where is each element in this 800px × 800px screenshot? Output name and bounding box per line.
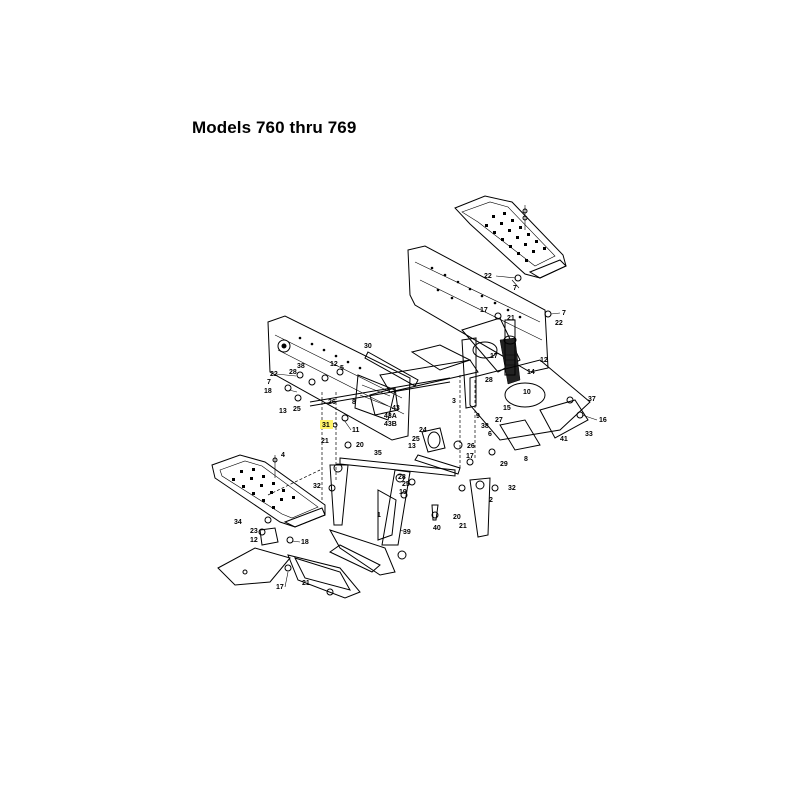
callout-21: 21	[459, 523, 467, 530]
pedal-assembly	[287, 489, 407, 599]
callout-18: 18	[264, 388, 272, 395]
callout-5: 5	[340, 365, 344, 372]
callout-19: 19	[399, 489, 407, 496]
callout-25: 25	[412, 436, 420, 443]
callout-7: 7	[513, 285, 517, 292]
callout-8: 8	[352, 399, 356, 406]
callout-25: 25	[293, 406, 301, 413]
callout-14: 14	[527, 369, 535, 376]
callout-31-highlighted: 31	[322, 422, 330, 429]
callout-21: 21	[321, 438, 329, 445]
callout-8: 8	[524, 456, 528, 463]
callout-18: 18	[301, 539, 309, 546]
callout-22: 22	[270, 371, 278, 378]
callout-11: 11	[352, 427, 360, 434]
lift-linkage	[329, 454, 491, 546]
callout-40: 40	[433, 525, 441, 532]
callout-7: 7	[562, 310, 566, 317]
callout-34: 34	[234, 519, 242, 526]
callout-26: 26	[328, 399, 336, 406]
callout-6: 6	[488, 431, 492, 438]
callout-17: 17	[490, 353, 498, 360]
frame-cross-member	[379, 344, 591, 451]
footrest-lower-left	[211, 454, 326, 528]
callout-35: 35	[374, 450, 382, 457]
callout-43B: 43B	[384, 421, 397, 428]
callout-32: 32	[508, 485, 516, 492]
callout-22: 22	[555, 320, 563, 327]
callout-15: 15	[503, 405, 511, 412]
callout-37: 37	[588, 396, 596, 403]
callout-1: 1	[377, 512, 381, 519]
part-callouts: 22 7 17 21 7 22 17 12 14 28 10 15 37 16 …	[234, 273, 607, 591]
callout-33: 33	[585, 431, 593, 438]
callout-43: 43	[392, 405, 400, 412]
callout-30: 30	[364, 343, 372, 350]
callout-23: 23	[250, 528, 258, 535]
callout-17: 17	[276, 584, 284, 591]
page-title: Models 760 thru 769	[192, 118, 357, 137]
mounting-plate	[217, 527, 291, 586]
callout-39: 39	[403, 529, 411, 536]
footrest-upper-right	[454, 195, 567, 279]
callout-12: 12	[250, 537, 258, 544]
callout-28: 28	[485, 377, 493, 384]
callout-7: 7	[267, 379, 271, 386]
callout-12: 12	[540, 357, 548, 364]
callout-17: 17	[466, 453, 474, 460]
callout-38: 38	[481, 423, 489, 430]
callout-26: 26	[467, 443, 475, 450]
alignment-lines	[267, 375, 476, 500]
callout-38: 38	[297, 363, 305, 370]
frame-left-side	[267, 315, 411, 441]
callout-24: 24	[419, 427, 427, 434]
hardware	[258, 274, 584, 596]
callout-21: 21	[507, 315, 515, 322]
rods	[309, 351, 451, 407]
callout-20: 20	[356, 442, 364, 449]
callout-28: 28	[289, 369, 297, 376]
callout-41: 41	[560, 436, 568, 443]
highlight-marker	[320, 420, 333, 429]
callout-16: 16	[599, 417, 607, 424]
callout-17: 17	[480, 307, 488, 314]
callout-29: 29	[500, 461, 508, 468]
callout-4: 4	[281, 452, 285, 459]
callout-21: 21	[302, 580, 310, 587]
steering-post	[461, 319, 517, 409]
callout-27: 27	[495, 417, 503, 424]
callout-20: 20	[453, 514, 461, 521]
callout-13: 13	[408, 443, 416, 450]
callout-22: 22	[484, 273, 492, 280]
callout-43A: 43A	[384, 413, 397, 420]
callout-25: 25	[402, 481, 410, 488]
callout-9: 9	[476, 413, 480, 420]
callout-12: 12	[330, 361, 338, 368]
callout-28: 28	[398, 474, 406, 481]
callout-10: 10	[523, 389, 531, 396]
callout-32: 32	[313, 483, 321, 490]
callout-13: 13	[279, 408, 287, 415]
leader-lines	[275, 275, 598, 588]
callout-2: 2	[489, 497, 493, 504]
callout-3: 3	[452, 398, 456, 405]
